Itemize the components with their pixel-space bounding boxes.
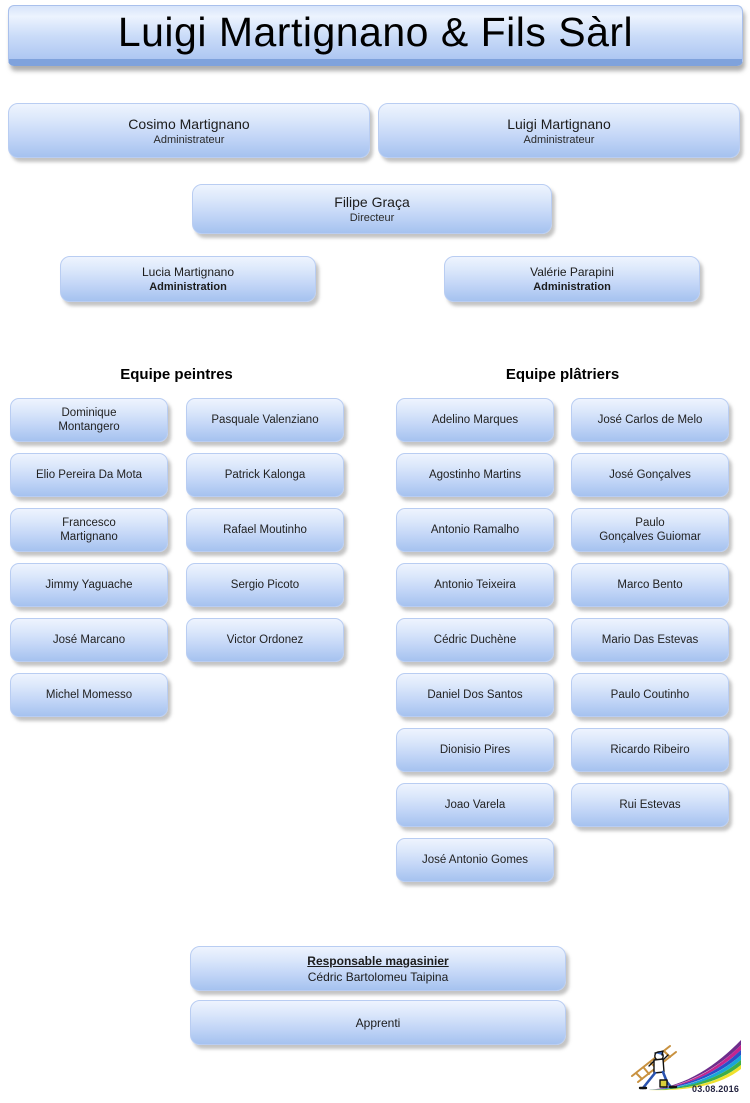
member-name: Rui Estevas [619,799,681,811]
person-name: Cédric Bartolomeu Taipina [307,969,449,984]
member-box: Francesco Martignano [10,508,168,552]
member-name: Ricardo Ribeiro [610,744,690,756]
member-box: Rui Estevas [571,783,729,827]
member-box: José Antonio Gomes [396,838,554,882]
member-box: José Marcano [10,618,168,662]
member-name: Antonio Ramalho [430,524,520,536]
member-name: Antonio Teixeira [434,579,516,591]
member-box: Elio Pereira Da Mota [10,453,168,497]
member-box: Marco Bento [571,563,729,607]
member-name: José Antonio Gomes [421,854,529,866]
person-box-director: Filipe Graça Directeur [192,184,552,234]
member-name: Michel Momesso [45,689,133,701]
member-name: Marco Bento [617,579,683,591]
person-role: Administrateur [523,133,595,146]
member-box: Patrick Kalonga [186,453,344,497]
member-name: Dionisio Pires [439,744,511,756]
member-box: Joao Varela [396,783,554,827]
member-box: Jimmy Yaguache [10,563,168,607]
member-name: Pasquale Valenziano [211,414,319,426]
title-banner: Luigi Martignano & Fils Sàrl [8,5,743,66]
member-box: Agostinho Martins [396,453,554,497]
member-box: Daniel Dos Santos [396,673,554,717]
date-label: 03.08.2016 [692,1084,740,1094]
member-box: Ricardo Ribeiro [571,728,729,772]
member-name: Victor Ordonez [226,634,304,646]
member-name: Cédric Duchène [433,634,517,646]
member-name: Daniel Dos Santos [427,689,523,701]
member-name: Joao Varela [444,799,506,811]
member-name: Agostinho Martins [428,469,522,481]
team-header-peintres: Equipe peintres [120,366,233,383]
member-box: Victor Ordonez [186,618,344,662]
platriers-column-2: José Carlos de Melo José Gonçalves Paulo… [571,398,729,827]
person-box-administration-1: Lucia Martignano Administration [60,256,316,302]
person-name: Valérie Parapini [530,265,614,279]
team-header-platriers: Equipe plâtriers [505,366,620,383]
painter-rainbow-logo-icon [618,1036,746,1094]
person-name: Filipe Graça [334,194,410,210]
peintres-column-1: Dominique Montangero Elio Pereira Da Mot… [10,398,168,717]
member-box: Adelino Marques [396,398,554,442]
person-role: Administration [149,281,227,293]
member-box: Antonio Ramalho [396,508,554,552]
person-role: Directeur [349,212,395,224]
company-title: Luigi Martignano & Fils Sàrl [117,9,634,55]
member-name: Paulo Coutinho [610,689,690,701]
person-box-administrator-1: Cosimo Martignano Administrateur [8,103,370,158]
member-box: Sergio Picoto [186,563,344,607]
peintres-column-2: Pasquale Valenziano Patrick Kalonga Rafa… [186,398,344,662]
apprentice-label: Apprenti [355,1015,401,1030]
member-box: Michel Momesso [10,673,168,717]
member-name: Jimmy Yaguache [45,579,133,591]
member-name: Mario Das Estevas [601,634,699,646]
person-role: Administrateur [153,133,225,146]
person-box-administrator-2: Luigi Martignano Administrateur [378,103,740,158]
member-name: Rafael Moutinho [223,524,307,536]
member-box: Pasquale Valenziano [186,398,344,442]
member-box: Mario Das Estevas [571,618,729,662]
person-role: Administration [533,281,611,293]
member-box: Rafael Moutinho [186,508,344,552]
member-name: Adelino Marques [431,414,519,426]
person-box-administration-2: Valérie Parapini Administration [444,256,700,302]
person-box-apprentice: Apprenti [190,1000,566,1045]
member-name: Patrick Kalonga [224,469,306,481]
member-box: José Carlos de Melo [571,398,729,442]
member-name: Francesco Martignano [60,517,118,543]
member-box: Paulo Gonçalves Guiomar [571,508,729,552]
person-name: Lucia Martignano [141,265,235,279]
member-name: José Marcano [52,634,126,646]
member-box: Antonio Teixeira [396,563,554,607]
warehouse-title: Responsable magasinier [307,953,449,968]
member-name: Paulo Gonçalves Guiomar [599,517,701,543]
member-name: Dominique Montangero [58,407,120,433]
member-box: Paulo Coutinho [571,673,729,717]
platriers-column-1: Adelino Marques Agostinho Martins Antoni… [396,398,554,882]
member-name: Sergio Picoto [230,579,300,591]
member-box: José Gonçalves [571,453,729,497]
member-box: Cédric Duchène [396,618,554,662]
member-name: Elio Pereira Da Mota [35,469,143,481]
member-name: José Gonçalves [609,469,691,481]
person-box-warehouse-manager: Responsable magasinier Cédric Bartolomeu… [190,946,566,991]
person-name: Luigi Martignano [507,115,611,132]
member-box: Dionisio Pires [396,728,554,772]
member-name: José Carlos de Melo [597,414,703,426]
member-box: Dominique Montangero [10,398,168,442]
person-name: Cosimo Martignano [128,115,250,132]
